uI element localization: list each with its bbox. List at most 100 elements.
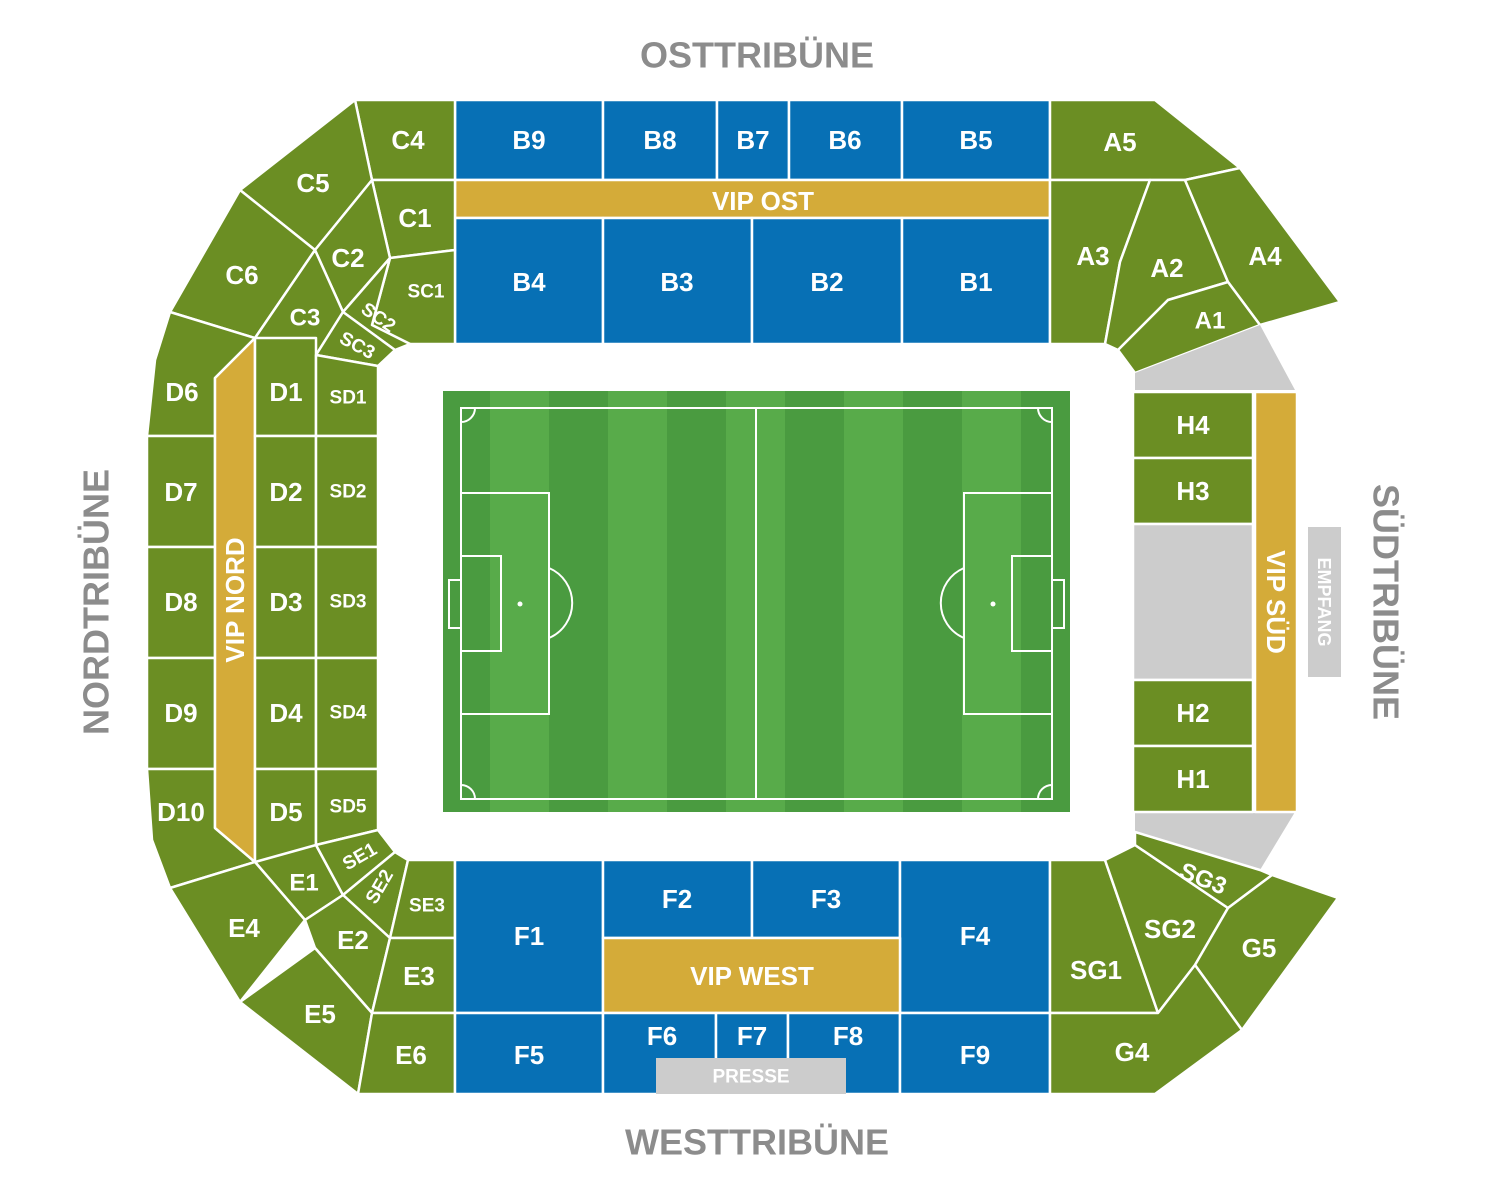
section-F5[interactable] <box>453 1011 605 1096</box>
corner-passage-ne <box>1135 325 1295 390</box>
section-label-F6: F6 <box>647 1021 677 1051</box>
section-label-D5: D5 <box>269 797 302 827</box>
section-D9[interactable] <box>145 656 217 771</box>
section-B3[interactable] <box>601 216 754 346</box>
section-B6[interactable] <box>787 98 904 182</box>
section-F1[interactable] <box>453 858 605 1015</box>
section-B2[interactable] <box>750 216 904 346</box>
south-stand: H4 H3 H2 H1 VIP SÜD EMPFANG <box>1131 390 1341 814</box>
section-label-SG2: SG2 <box>1144 914 1196 944</box>
section-label-B6: B6 <box>828 125 861 155</box>
section-vip-sued[interactable] <box>1253 390 1299 814</box>
section-label-F2: F2 <box>662 884 692 914</box>
section-F3[interactable] <box>750 858 902 940</box>
section-label-SE3: SE3 <box>409 896 445 917</box>
section-label-E1: E1 <box>289 870 318 897</box>
section-label-F3: F3 <box>811 884 841 914</box>
section-label-A1: A1 <box>1195 308 1226 335</box>
section-label-B1: B1 <box>959 267 992 297</box>
section-D5[interactable] <box>253 767 318 864</box>
section-label-H4: H4 <box>1176 410 1210 440</box>
corner-e: E1 SE1 SE2 SE3 E4 E2 E3 E5 E6 <box>168 828 457 1096</box>
area-south-grey <box>1131 522 1255 682</box>
section-vip-ost[interactable] <box>453 178 1052 220</box>
section-label-D4: D4 <box>269 698 303 728</box>
pitch-markings <box>448 407 1065 800</box>
section-B5[interactable] <box>900 98 1052 182</box>
section-label-H2: H2 <box>1176 698 1209 728</box>
section-label-E5: E5 <box>304 999 336 1029</box>
section-label-SD5: SD5 <box>330 797 367 818</box>
section-label-D6: D6 <box>165 377 198 407</box>
section-label-SD4: SD4 <box>330 703 367 724</box>
section-label-D2: D2 <box>269 477 302 507</box>
section-label-E3: E3 <box>403 961 435 991</box>
section-label-vip-nord: VIP NORD <box>220 537 250 662</box>
section-G4[interactable] <box>1048 963 1244 1096</box>
section-H2[interactable] <box>1131 678 1255 748</box>
stand-label-north: NORDTRIBÜNE <box>76 469 117 735</box>
section-label-F5: F5 <box>514 1040 544 1070</box>
section-A5[interactable] <box>1048 98 1242 182</box>
section-label-D8: D8 <box>164 587 197 617</box>
corner-c: C4 C5 C1 C2 C6 C3 SC1 SC2 SC3 <box>168 98 457 368</box>
section-label-F8: F8 <box>833 1021 863 1051</box>
section-B1[interactable] <box>900 216 1052 346</box>
section-label-D9: D9 <box>164 698 197 728</box>
section-label-G4: G4 <box>1115 1037 1150 1067</box>
area-presse <box>656 1058 846 1094</box>
section-F4[interactable] <box>898 858 1052 1015</box>
section-label-H3: H3 <box>1176 476 1209 506</box>
corner-g: SG1 SG2 SG3 G5 G4 <box>1048 812 1340 1096</box>
section-label-E2: E2 <box>337 925 369 955</box>
section-label-SD1: SD1 <box>330 388 367 409</box>
section-label-A4: A4 <box>1248 241 1282 271</box>
section-label-vip-ost: VIP OST <box>712 186 814 216</box>
section-label-vip-sued: VIP SÜD <box>1261 550 1291 654</box>
section-label-B5: B5 <box>959 125 992 155</box>
section-label-F9: F9 <box>960 1040 990 1070</box>
section-label-F7: F7 <box>737 1021 767 1051</box>
pitch <box>443 391 1070 812</box>
section-label-B3: B3 <box>660 267 693 297</box>
section-label-SD2: SD2 <box>330 482 367 503</box>
section-label-G5: G5 <box>1242 933 1277 963</box>
section-H1[interactable] <box>1131 744 1255 814</box>
section-label-E4: E4 <box>228 913 260 943</box>
section-label-B7: B7 <box>736 125 769 155</box>
section-label-C2: C2 <box>331 243 364 273</box>
section-label-SC1: SC1 <box>408 282 445 303</box>
section-H3[interactable] <box>1131 456 1255 526</box>
area-label-empfang: EMPFANG <box>1314 557 1334 646</box>
section-label-C4: C4 <box>391 125 425 155</box>
section-label-A2: A2 <box>1150 253 1183 283</box>
section-A4[interactable] <box>1183 166 1342 327</box>
section-D2[interactable] <box>253 434 318 549</box>
section-label-D7: D7 <box>164 477 197 507</box>
section-B4[interactable] <box>453 216 605 346</box>
section-vip-west[interactable] <box>601 936 902 1015</box>
area-empfang <box>1308 527 1341 677</box>
section-A1[interactable] <box>1116 280 1262 375</box>
stand-label-east: OSTTRIBÜNE <box>640 35 874 76</box>
area-label-presse: PRESSE <box>712 1067 789 1088</box>
section-label-A3: A3 <box>1076 241 1109 271</box>
section-F2[interactable] <box>601 858 754 940</box>
section-F9[interactable] <box>898 1011 1052 1096</box>
corner-passage-sw <box>1135 812 1295 870</box>
section-label-D3: D3 <box>269 587 302 617</box>
section-B8[interactable] <box>601 98 719 182</box>
section-label-SD3: SD3 <box>330 592 367 613</box>
section-label-D1: D1 <box>269 377 302 407</box>
section-D4[interactable] <box>253 656 318 771</box>
section-label-E6: E6 <box>395 1040 427 1070</box>
section-label-H1: H1 <box>1176 764 1209 794</box>
stand-label-south: SÜDTRIBÜNE <box>1366 484 1407 720</box>
stand-label-west: WESTTRIBÜNE <box>625 1122 889 1163</box>
section-label-SG1: SG1 <box>1070 955 1122 985</box>
section-label-B8: B8 <box>643 125 676 155</box>
section-label-D10: D10 <box>157 797 205 827</box>
section-label-A5: A5 <box>1103 127 1136 157</box>
